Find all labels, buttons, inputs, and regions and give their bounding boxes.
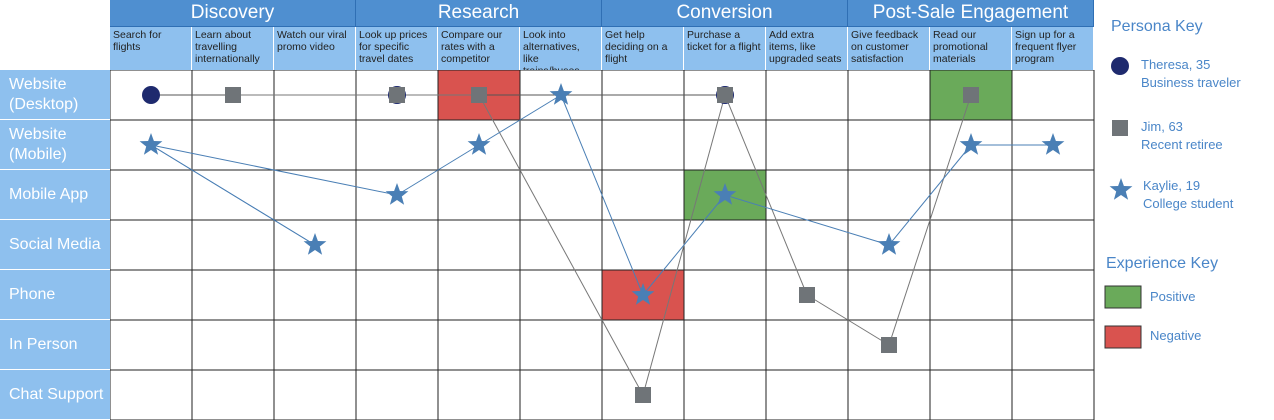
channel-label: In Person <box>0 320 110 370</box>
stage-header: Conversion <box>602 0 848 27</box>
persona-square-marker <box>225 87 241 103</box>
persona-path-line <box>396 144 480 196</box>
key-square-marker <box>1112 120 1128 136</box>
stage-header: Post-Sale Engagement <box>848 0 1094 27</box>
step-header: Watch our viral promo video <box>274 27 356 70</box>
persona-path-line <box>888 144 972 246</box>
persona-key-title: Persona Key <box>1111 18 1203 35</box>
persona-square-marker <box>471 87 487 103</box>
persona-square-marker <box>881 337 897 353</box>
step-header: Sign up for a frequent flyer program <box>1012 27 1094 70</box>
persona-star-marker <box>139 133 163 155</box>
persona-square-marker <box>635 387 651 403</box>
persona-star-marker <box>631 283 655 305</box>
persona-star-marker <box>549 83 573 105</box>
persona-circle-marker <box>142 86 160 104</box>
step-header: Read our promotional materials <box>930 27 1012 70</box>
key-star-marker <box>1109 178 1133 200</box>
key-experience-swatch <box>1104 285 1142 309</box>
channel-label: Social Media <box>0 220 110 270</box>
persona-path-line <box>560 94 644 296</box>
experience-positive-label: Positive <box>1150 289 1196 304</box>
step-header: Learn about travelling internationally <box>192 27 274 70</box>
step-header: Get help deciding on a flight <box>602 27 684 70</box>
persona-path-line <box>806 294 890 346</box>
step-header: Look up prices for specific travel dates <box>356 27 438 70</box>
persona-star-marker <box>959 133 983 155</box>
persona-star-marker <box>1041 133 1065 155</box>
persona-square-marker <box>799 287 815 303</box>
channel-label: Phone <box>0 270 110 320</box>
persona-path-line <box>642 194 726 296</box>
stage-header: Discovery <box>110 0 356 27</box>
persona-path-line <box>478 94 644 396</box>
persona-path-line <box>724 94 808 296</box>
step-header: Add extra items, like upgraded seats <box>766 27 848 70</box>
persona-star-marker <box>303 233 327 255</box>
persona-kaylie-label: Kaylie, 19 College student <box>1143 178 1234 211</box>
persona-path-line <box>724 194 890 246</box>
step-header: Search for flights <box>110 27 192 70</box>
step-header: Give feedback on customer satisfaction <box>848 27 930 70</box>
channel-label: Website (Mobile) <box>0 120 110 170</box>
key-experience-swatch <box>1104 325 1142 349</box>
channel-label: Website (Desktop) <box>0 70 110 120</box>
step-header: Compare our rates with a competitor <box>438 27 520 70</box>
step-header: Look into alternatives, like trains/buse… <box>520 27 602 70</box>
persona-path-line <box>150 144 398 196</box>
persona-theresa-label: Theresa, 35 Business traveler <box>1141 57 1241 90</box>
experience-negative-label: Negative <box>1150 328 1202 343</box>
persona-star-marker <box>467 133 491 155</box>
stage-header: Research <box>356 0 602 27</box>
key-circle-marker <box>1111 57 1129 75</box>
step-header: Purchase a ticket for a flight <box>684 27 766 70</box>
experience-key-title: Experience Key <box>1106 255 1219 272</box>
persona-star-marker <box>713 183 737 205</box>
channel-label: Mobile App <box>0 170 110 220</box>
persona-square-marker <box>963 87 979 103</box>
persona-jim-label: Jim, 63 Recent retiree <box>1141 119 1223 152</box>
persona-star-marker <box>385 183 409 205</box>
persona-square-marker <box>389 87 405 103</box>
persona-square-marker <box>717 87 733 103</box>
persona-path-line <box>888 94 972 346</box>
persona-star-marker <box>877 233 901 255</box>
channel-label: Chat Support <box>0 370 110 420</box>
persona-path-line <box>478 94 562 146</box>
persona-path-line <box>150 144 316 246</box>
